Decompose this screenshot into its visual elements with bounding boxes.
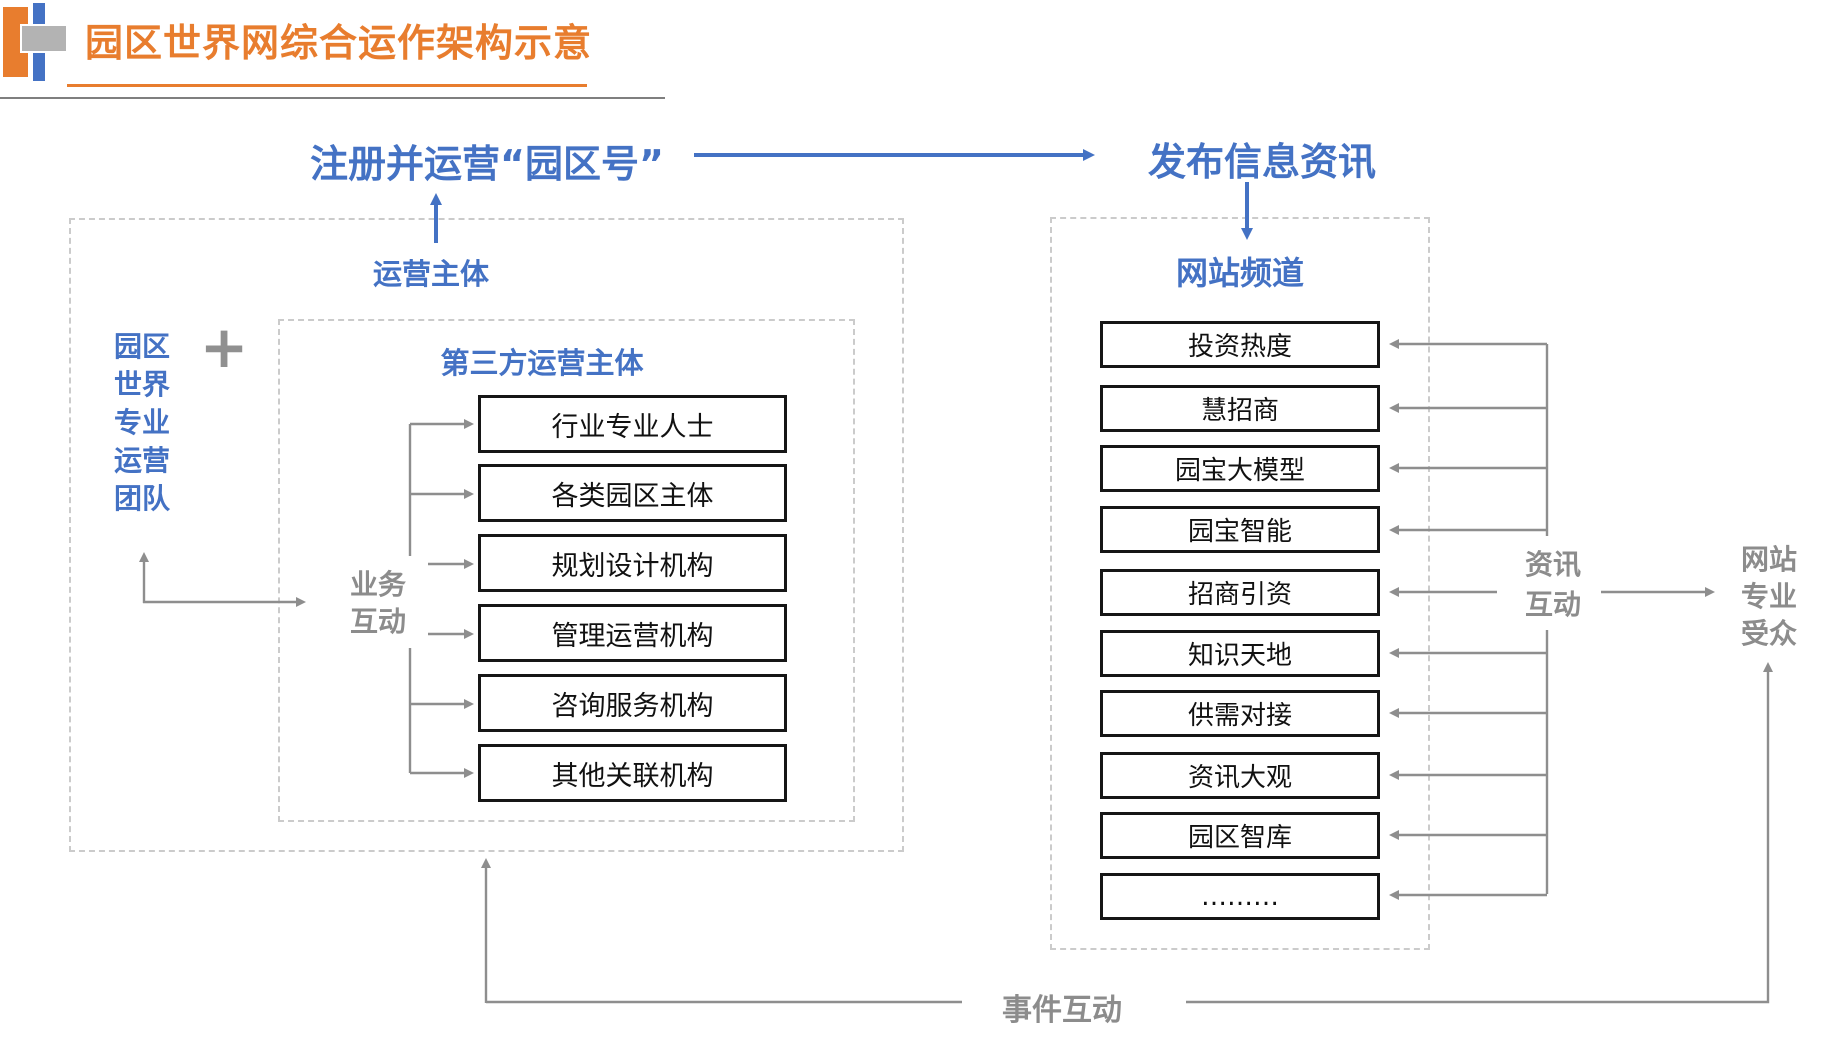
info-interaction-line-2: 互动	[1524, 588, 1581, 621]
team-line-4: 运营	[114, 444, 171, 477]
business-interaction-line-1: 业务	[349, 568, 406, 601]
team-line-2: 世界	[114, 368, 171, 401]
header-divider	[0, 97, 665, 99]
audience-label: 网站 专业 受众	[1735, 541, 1803, 652]
right-channel-box-9: 园区智库	[1100, 812, 1380, 859]
team-label: 园区 世界 专业 运营 团队	[114, 328, 178, 518]
team-line-3: 专业	[114, 406, 171, 439]
right-channel-box-2: 慧招商	[1100, 385, 1380, 432]
plus-icon: +	[199, 313, 249, 381]
left-flow-box-4: 管理运营机构	[478, 604, 787, 662]
team-line-1: 园区	[114, 330, 171, 363]
event-line-right	[1186, 662, 1773, 1004]
right-channel-box-1: 投资热度	[1100, 321, 1380, 368]
third-party-panel	[278, 319, 855, 822]
left-flow-box-3: 规划设计机构	[478, 534, 787, 592]
team-line-5: 团队	[114, 482, 171, 515]
audience-line-3: 受众	[1740, 617, 1797, 650]
page-title: 园区世界网综合运作架构示意	[85, 21, 593, 65]
right-channel-box-7: 供需对接	[1100, 690, 1380, 737]
left-flow-box-1: 行业专业人士	[478, 395, 787, 453]
right-channel-box-5: 招商引资	[1100, 569, 1380, 616]
left-flow-box-6: 其他关联机构	[478, 744, 787, 802]
business-interaction-label: 业务 互动	[335, 566, 421, 640]
right-channel-box-8: 资讯大观	[1100, 752, 1380, 799]
register-label: 注册并运营“园区号”	[310, 142, 664, 186]
website-channels-title: 网站频道	[1175, 254, 1304, 292]
right-channel-box-3: 园宝大模型	[1100, 445, 1380, 492]
website-channels-panel	[1050, 217, 1430, 950]
logo-gray-bar	[20, 24, 68, 53]
audience-line-1: 网站	[1740, 543, 1797, 576]
operating-entity-title: 运营主体	[372, 257, 489, 291]
event-interaction-label: 事件互动	[1002, 993, 1122, 1028]
title-underline	[67, 84, 587, 87]
right-channel-box-10: ………	[1100, 873, 1380, 920]
business-interaction-line-2: 互动	[349, 605, 406, 638]
operating-entity-panel	[69, 218, 904, 852]
right-channel-box-4: 园宝智能	[1100, 506, 1380, 553]
publish-label: 发布信息资讯	[1148, 140, 1377, 184]
info-interaction-line-1: 资讯	[1524, 548, 1581, 581]
left-flow-box-5: 咨询服务机构	[478, 674, 787, 732]
left-flow-box-2: 各类园区主体	[478, 464, 787, 522]
third-party-title: 第三方运营主体	[440, 346, 644, 380]
audience-line-2: 专业	[1740, 580, 1797, 613]
info-interaction-label: 资讯 互动	[1510, 545, 1596, 625]
right-channel-box-6: 知识天地	[1100, 630, 1380, 677]
